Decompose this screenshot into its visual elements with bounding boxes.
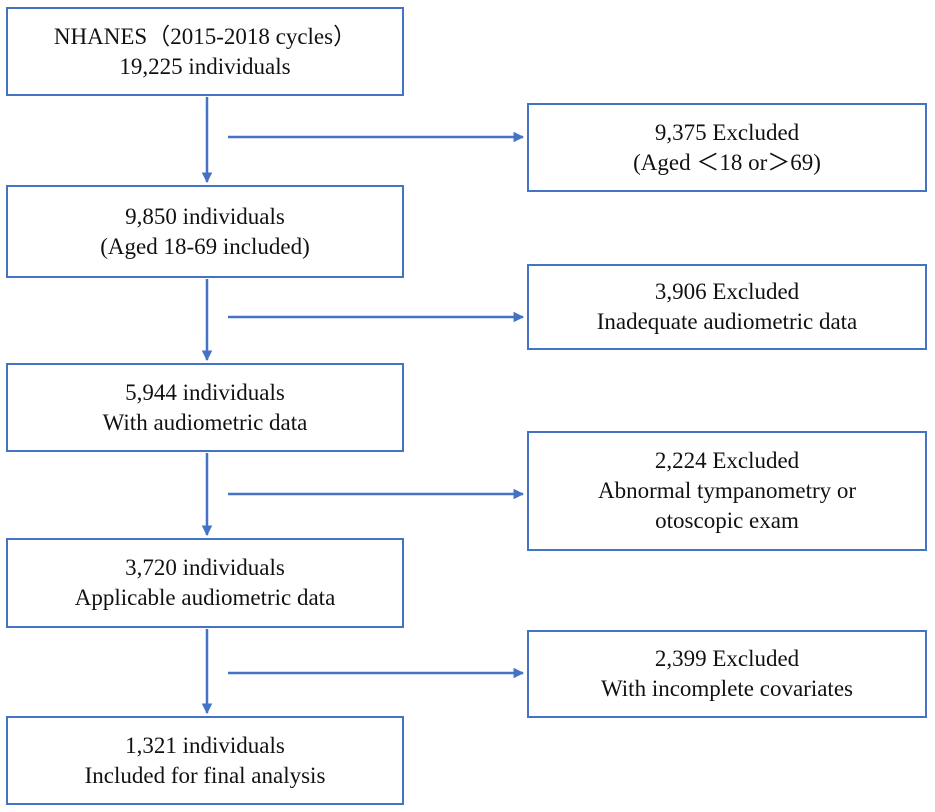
box-excluded-inadequate-audiometric: 3,906 Excluded Inadequate audiometric da… — [527, 264, 927, 350]
box-line-2: Inadequate audiometric data — [596, 309, 858, 334]
box-excluded-incomplete-covariates: 2,399 Excluded With incomplete covariate… — [527, 630, 927, 718]
box-with-audiometric-data: 5,944 individuals With audiometric data — [6, 363, 404, 452]
box-line-2: (Aged 18-69 included) — [100, 233, 310, 259]
box-line-1: 3,720 individuals — [125, 555, 285, 580]
box-line-1: 3,906 Excluded — [654, 279, 800, 304]
box-line-1: 1,321 individuals — [125, 732, 285, 758]
box-line-1: 2,224 Excluded — [654, 448, 800, 473]
box-line-1: NHANES（2015-2018 cycles） — [53, 23, 357, 49]
box-line-2: (Aged ＜18 or＞69) — [633, 149, 821, 175]
box-line-1: 2,399 Excluded — [654, 646, 800, 671]
box-excluded-age: 9,375 Excluded (Aged ＜18 or＞69) — [527, 103, 927, 192]
box-line-2: With incomplete covariates — [601, 676, 853, 701]
box-nhanes-cohort: NHANES（2015-2018 cycles） 19,225 individu… — [6, 7, 404, 96]
box-line-2: Applicable audiometric data — [74, 585, 336, 610]
box-line-3: otoscopic exam — [655, 508, 799, 533]
box-final-analysis: 1,321 individuals Included for final ana… — [6, 716, 404, 805]
box-line-1: 9,375 Excluded — [654, 119, 800, 145]
box-line-2: With audiometric data — [102, 409, 308, 435]
box-line-2: Included for final analysis — [84, 762, 326, 788]
box-aged-18-69: 9,850 individuals (Aged 18-69 included) — [6, 185, 404, 278]
box-line-1: 5,944 individuals — [125, 379, 285, 405]
box-line-2: 19,225 individuals — [119, 53, 291, 79]
box-line-1: 9,850 individuals — [125, 203, 285, 229]
box-line-2: Abnormal tympanometry or — [597, 478, 857, 503]
box-excluded-abnormal-tympanometry: 2,224 Excluded Abnormal tympanometry or … — [527, 431, 927, 551]
box-applicable-audiometric-data: 3,720 individuals Applicable audiometric… — [6, 538, 404, 628]
